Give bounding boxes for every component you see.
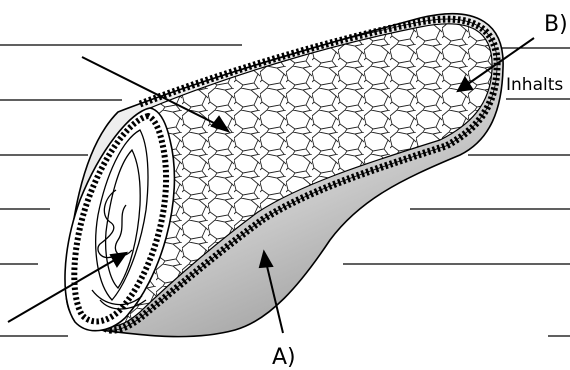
label-b: B): [544, 12, 568, 37]
label-inhalt: Inhalts: [506, 75, 563, 95]
label-a: A): [272, 345, 296, 370]
